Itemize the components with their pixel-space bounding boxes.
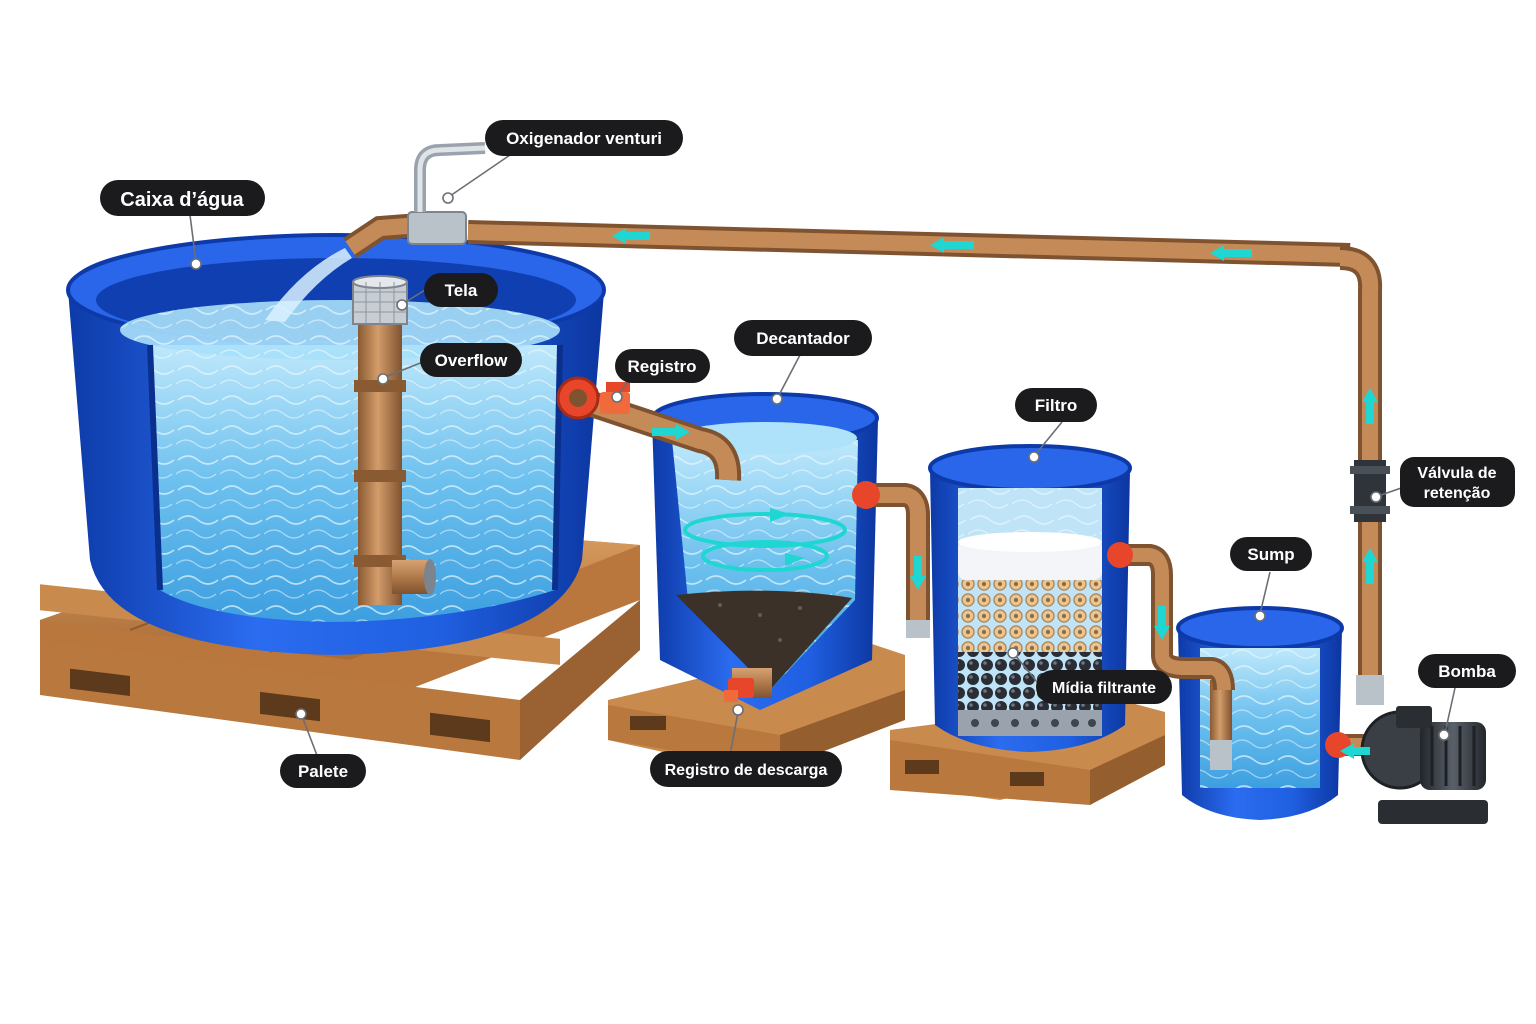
label-valvula-line1: Válvula de	[1417, 465, 1496, 482]
arrow-icon	[652, 424, 690, 440]
label-caixa-dagua: Caixa d’água	[120, 189, 244, 211]
label-midia-filtrante: Mídia filtrante	[1052, 680, 1156, 697]
decantador-to-filtro-pipe	[852, 481, 930, 638]
sump-tank	[1176, 606, 1344, 820]
venturi-oxygenator	[343, 142, 486, 258]
callout-registro-descarga: Registro de descarga	[650, 751, 842, 787]
caixa-dagua-tank	[66, 233, 606, 655]
label-oxigenador-venturi: Oxigenador venturi	[506, 129, 662, 148]
arrow-icon	[1154, 606, 1170, 640]
label-bomba: Bomba	[1438, 662, 1496, 681]
arrow-icon	[1340, 743, 1370, 759]
arrow-icon	[612, 228, 650, 244]
water-jet	[265, 248, 352, 322]
registro-pipe	[556, 376, 742, 481]
filtro-to-sump-pipe	[1107, 542, 1235, 691]
filtro-tank	[928, 444, 1132, 752]
swirl-arrow-icon	[683, 508, 847, 572]
callout-caixa: Caixa d’água	[100, 180, 265, 216]
arrow-icon	[1362, 388, 1378, 424]
label-palete: Palete	[298, 762, 348, 781]
callout-registro: Registro	[615, 349, 710, 383]
label-valvula-line2: retenção	[1424, 485, 1491, 502]
label-sump: Sump	[1247, 545, 1294, 564]
label-overflow: Overflow	[435, 351, 509, 370]
callout-overflow: Overflow	[420, 343, 522, 377]
callout-filtro: Filtro	[1015, 388, 1097, 422]
callout-oxigenador: Oxigenador venturi	[485, 120, 683, 156]
callout-tela: Tela	[424, 273, 498, 307]
callout-sump: Sump	[1230, 537, 1312, 571]
label-tela: Tela	[445, 281, 478, 300]
overflow-pipe	[354, 320, 436, 605]
registro-descarga-valve	[724, 668, 772, 702]
callout-palete: Palete	[280, 754, 366, 788]
arrow-icon	[1210, 245, 1252, 261]
callout-bomba: Bomba	[1418, 654, 1516, 688]
callout-decantador: Decantador	[734, 320, 872, 356]
flow-arrows	[612, 228, 1378, 759]
arrow-icon	[930, 237, 974, 253]
label-registro: Registro	[628, 357, 697, 376]
arrow-icon	[1362, 548, 1378, 584]
callout-midia: Mídia filtrante	[1036, 670, 1172, 704]
callout-valvula: Válvula de retenção	[1400, 457, 1515, 507]
label-filtro: Filtro	[1035, 396, 1078, 415]
bomba-pump	[1360, 706, 1488, 824]
label-decantador: Decantador	[756, 329, 850, 348]
label-registro-descarga: Registro de descarga	[665, 762, 828, 779]
tela-screen	[352, 275, 408, 325]
arrow-icon	[910, 556, 926, 590]
